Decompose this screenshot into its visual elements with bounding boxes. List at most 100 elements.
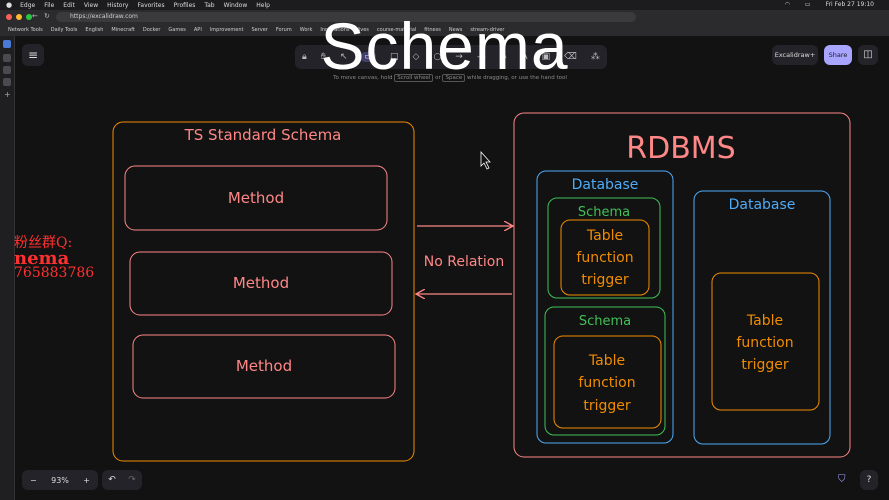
menu-window[interactable]: Window bbox=[223, 1, 248, 9]
bookmark-item[interactable]: stream-driver bbox=[470, 27, 505, 33]
eraser-icon[interactable]: ⌫ bbox=[564, 52, 577, 62]
arrow-icon[interactable]: → bbox=[455, 52, 463, 62]
menu-edit[interactable]: Edit bbox=[63, 1, 75, 9]
bookmark-item[interactable]: News bbox=[448, 27, 463, 33]
apple-icon[interactable]: ● bbox=[6, 1, 13, 9]
browser-sidebar: + bbox=[0, 36, 15, 500]
database-box[interactable] bbox=[693, 190, 831, 445]
bookmark-item[interactable]: English bbox=[85, 27, 104, 33]
hint-suffix: while dragging, or use the hand tool bbox=[466, 75, 567, 81]
bookmark-item[interactable]: Daily Tools bbox=[50, 27, 78, 33]
object-trigger: trigger bbox=[581, 272, 629, 288]
macos-menubar: ● Edge File Edit View History Favorites … bbox=[0, 0, 889, 10]
menu-view[interactable]: View bbox=[83, 1, 99, 9]
ellipse-icon[interactable]: ○ bbox=[433, 52, 442, 62]
method-label: Method bbox=[233, 274, 289, 292]
add-tab-icon[interactable]: + bbox=[4, 90, 11, 99]
redo-icon[interactable]: ↷ bbox=[128, 475, 136, 485]
menu-history[interactable]: History bbox=[107, 1, 129, 9]
watermark-line: 765883786 bbox=[14, 265, 95, 281]
wifi-icon[interactable]: ◠ bbox=[784, 1, 790, 8]
bookmark-item[interactable]: fitness bbox=[424, 27, 441, 33]
square-icon[interactable]: □ bbox=[390, 52, 399, 62]
menu-edge[interactable]: Edge bbox=[20, 1, 36, 9]
rdbms-container[interactable] bbox=[513, 112, 851, 458]
window-controls bbox=[6, 14, 32, 20]
objects-box[interactable] bbox=[553, 335, 662, 429]
address-bar[interactable]: https://excalidraw.com bbox=[56, 12, 636, 22]
schema-box[interactable] bbox=[547, 197, 661, 299]
menu-file[interactable]: File bbox=[44, 1, 55, 9]
method-box[interactable] bbox=[129, 251, 393, 316]
menu-tab[interactable]: Tab bbox=[204, 1, 215, 9]
object-function: function bbox=[736, 335, 793, 351]
mouse-cursor-icon bbox=[480, 150, 491, 170]
hint-mid: or bbox=[435, 75, 441, 81]
bookmark-item[interactable]: API bbox=[193, 27, 202, 33]
lock-icon[interactable]: 🔒︎ bbox=[302, 52, 307, 62]
help-button[interactable]: ? bbox=[860, 470, 878, 490]
bookmark-item[interactable]: Innovations bbox=[320, 27, 350, 33]
object-function: function bbox=[576, 250, 633, 266]
shield-icon[interactable]: ⛉ bbox=[838, 474, 846, 485]
bookmark-item[interactable]: Network Tools bbox=[8, 27, 43, 33]
menu-help[interactable]: Help bbox=[256, 1, 270, 9]
rectangle-icon[interactable]: ▭ bbox=[361, 52, 376, 62]
ts-schema-container[interactable] bbox=[112, 121, 415, 462]
schema-box[interactable] bbox=[544, 306, 666, 436]
bookmark-item[interactable]: Docker bbox=[142, 27, 161, 33]
pencil-icon[interactable]: ✎ bbox=[499, 52, 508, 62]
bookmark-item[interactable]: Games bbox=[168, 27, 186, 33]
undo-icon[interactable]: ↶ bbox=[108, 475, 116, 485]
database-box[interactable] bbox=[536, 170, 674, 444]
bookmark-item[interactable]: Work bbox=[299, 27, 313, 33]
image-icon[interactable]: ▣ bbox=[541, 52, 551, 62]
method-box[interactable] bbox=[124, 165, 388, 231]
hint-key-scroll: Scroll wheel bbox=[394, 74, 434, 82]
bookmark-item[interactable]: Minecraft bbox=[111, 27, 135, 33]
bookmark-item[interactable]: course-material bbox=[376, 27, 417, 33]
sidebar-tab-icon[interactable] bbox=[3, 40, 11, 48]
zoom-out-button[interactable]: − bbox=[30, 475, 37, 485]
sidebar-tab-icon[interactable] bbox=[3, 78, 11, 86]
bookmark-item[interactable]: lives bbox=[357, 27, 369, 33]
hamburger-menu-icon[interactable]: ≡ bbox=[22, 44, 44, 66]
method-label: Method bbox=[228, 189, 284, 207]
sidebar-tab-icon[interactable] bbox=[3, 54, 11, 62]
object-table: Table bbox=[746, 313, 783, 329]
bookmark-item[interactable]: Improvement bbox=[209, 27, 244, 33]
zoom-level[interactable]: 93% bbox=[51, 475, 69, 485]
watermark: 粉丝群Q: nema 765883786 bbox=[14, 236, 94, 281]
object-trigger: trigger bbox=[741, 357, 789, 373]
text-icon[interactable]: A bbox=[521, 52, 528, 62]
back-icon[interactable]: ← bbox=[32, 12, 38, 20]
method-box[interactable] bbox=[132, 334, 396, 399]
close-window-icon[interactable] bbox=[6, 14, 12, 20]
hand-icon[interactable]: ✋︎ bbox=[320, 52, 326, 62]
database-title: Database bbox=[572, 177, 639, 193]
maximize-window-icon[interactable] bbox=[26, 14, 32, 20]
objects-box[interactable] bbox=[711, 272, 820, 411]
excalidraw-plus-button[interactable]: Excalidraw+ bbox=[772, 45, 818, 65]
bookmark-item[interactable]: Server bbox=[251, 27, 268, 33]
watermark-line: 粉丝群Q: bbox=[14, 235, 73, 251]
hint-prefix: To move canvas, hold bbox=[333, 75, 393, 81]
sidebar-tab-icon[interactable] bbox=[3, 66, 11, 74]
line-icon[interactable]: — bbox=[476, 52, 486, 62]
objects-box[interactable] bbox=[560, 219, 650, 296]
refresh-icon[interactable]: ↻ bbox=[44, 12, 50, 20]
bookmark-item[interactable]: Forum bbox=[275, 27, 292, 33]
menu-favorites[interactable]: Favorites bbox=[137, 1, 165, 9]
ts-schema-title: TS Standard Schema bbox=[184, 126, 342, 144]
clock[interactable]: Fri Feb 27 19:10 bbox=[825, 1, 874, 8]
battery-icon[interactable]: ▭ bbox=[804, 1, 811, 8]
overlay-title: Schema bbox=[320, 9, 569, 83]
shapes-library-icon[interactable]: ⁂ bbox=[590, 52, 600, 62]
share-button[interactable]: Share bbox=[824, 45, 852, 65]
zoom-in-button[interactable]: + bbox=[83, 475, 90, 485]
menu-profiles[interactable]: Profiles bbox=[173, 1, 196, 9]
minimize-window-icon[interactable] bbox=[16, 14, 22, 20]
library-sidebar-icon[interactable]: ◫ bbox=[858, 45, 878, 65]
selection-icon[interactable]: ↖ bbox=[339, 52, 348, 62]
diamond-icon[interactable]: ◇ bbox=[412, 52, 420, 62]
